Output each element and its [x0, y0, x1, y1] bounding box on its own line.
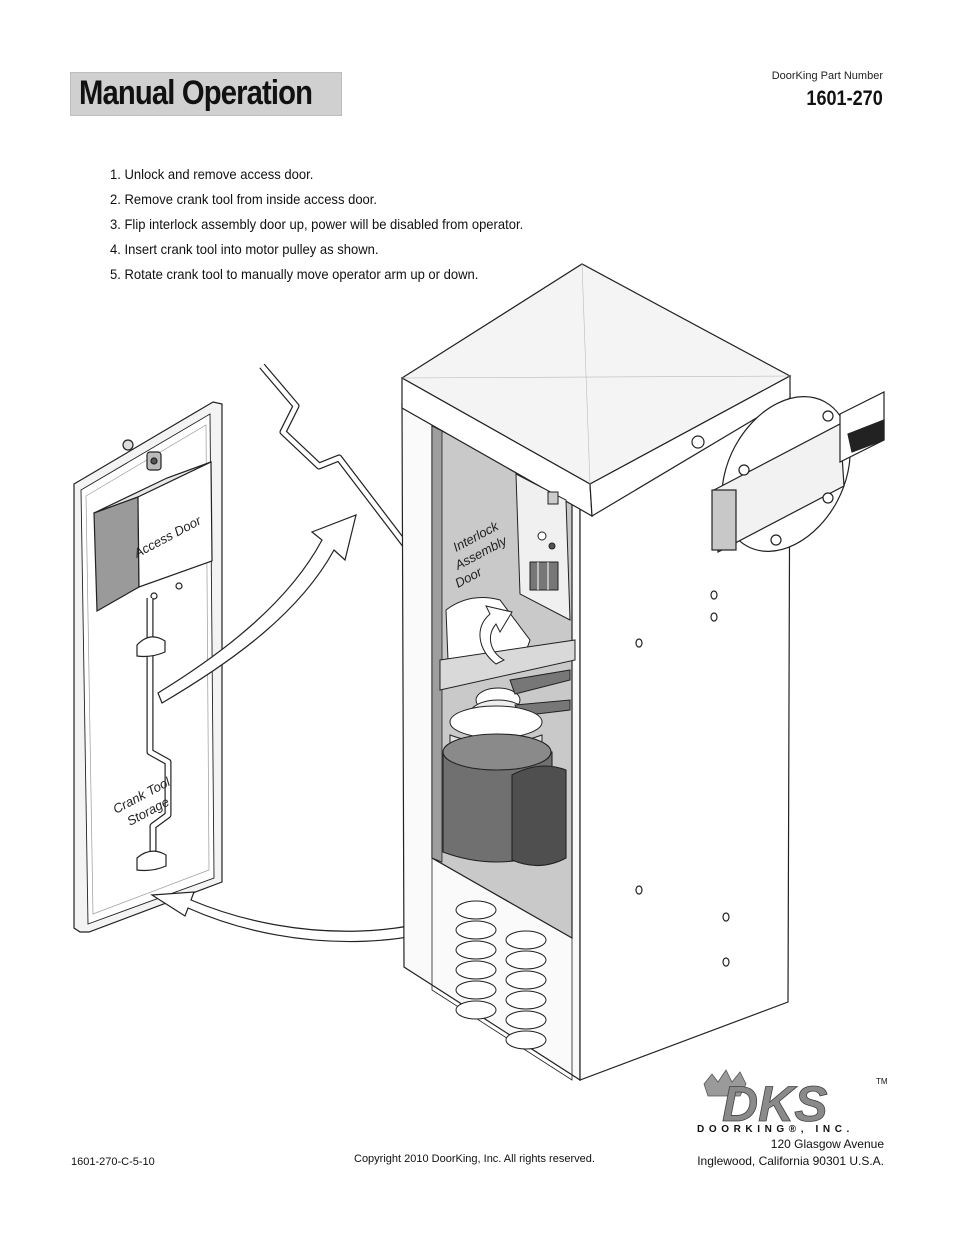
part-number: 1601-270 — [806, 87, 883, 110]
step-4: 4. Insert crank tool into motor pulley a… — [110, 241, 379, 257]
document-code: 1601-270-C-5-10 — [71, 1156, 155, 1168]
logo-company-name: DOORKING®, INC. — [697, 1124, 854, 1135]
step-1: 1. Unlock and remove access door. — [110, 166, 314, 182]
copyright-notice: Copyright 2010 DoorKing, Inc. All rights… — [354, 1153, 595, 1165]
crank-tool — [259, 363, 502, 671]
doorking-logo: DKS — [703, 1069, 828, 1132]
logo-trademark: TM — [876, 1077, 888, 1086]
step-3: 3. Flip interlock assembly door up, powe… — [110, 216, 524, 232]
access-door-box — [93, 461, 213, 613]
arrow-to-pulley — [157, 514, 357, 704]
cabinet-louvers — [455, 900, 547, 1050]
motor — [442, 733, 567, 867]
instruction-steps: 1. Unlock and remove access door. 2. Rem… — [110, 162, 554, 287]
title-box: Manual Operation — [70, 72, 342, 116]
gate-arm — [839, 391, 885, 463]
step-2: 2. Remove crank tool from inside access … — [110, 191, 378, 207]
page-title: Manual Operation — [79, 74, 313, 112]
interlock-assembly — [515, 473, 571, 621]
arm-mount-hub — [711, 396, 851, 553]
logo-text: DKS — [722, 1076, 828, 1132]
rotate-arrow-icon — [479, 605, 513, 665]
access-door-panel — [73, 401, 223, 933]
address-line-2: Inglewood, California 90301 U.S.A. — [697, 1154, 884, 1168]
part-number-label: DoorKing Part Number — [771, 70, 883, 82]
operator-cabinet — [400, 263, 792, 1082]
address-line-1: 120 Glasgow Avenue — [770, 1137, 884, 1151]
step-5: 5. Rotate crank tool to manually move op… — [110, 266, 479, 282]
crown-icon — [703, 1069, 747, 1097]
